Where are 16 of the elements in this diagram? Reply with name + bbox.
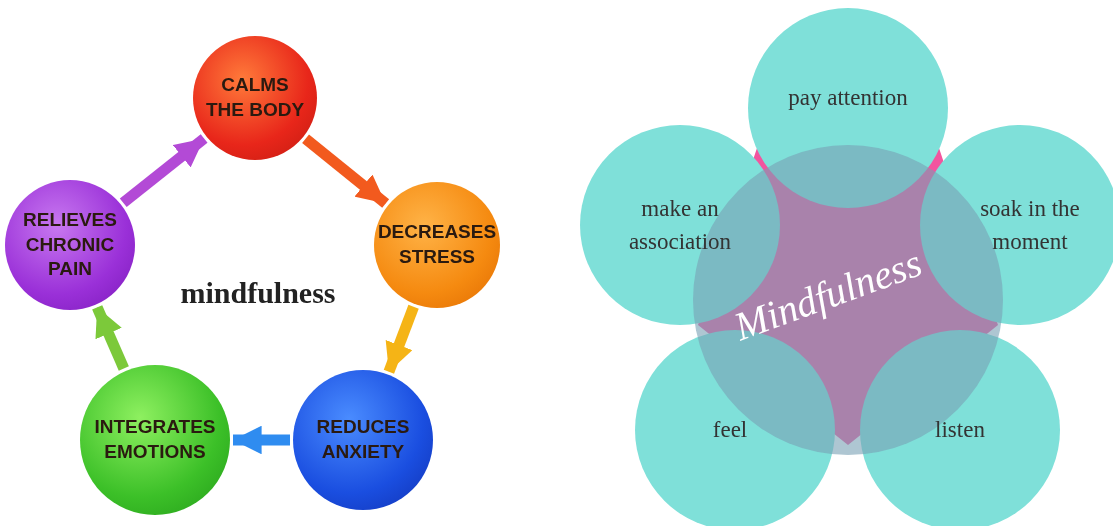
center-title: mindfulness bbox=[180, 276, 336, 310]
node-label: make an association bbox=[627, 194, 733, 256]
node-label: pay attention bbox=[787, 84, 909, 113]
arrow bbox=[92, 305, 129, 371]
node-label: feel bbox=[711, 416, 749, 445]
node-label: INTEGRATES EMOTIONS bbox=[93, 415, 217, 464]
node-label: RELIEVES CHRONIC PAIN bbox=[22, 207, 118, 282]
node-label: soak in the moment bbox=[979, 194, 1081, 256]
arrow bbox=[119, 134, 208, 207]
arrow bbox=[302, 134, 390, 208]
arrow bbox=[383, 304, 419, 374]
node-label: REDUCES ANXIETY bbox=[315, 415, 411, 464]
arrow bbox=[233, 425, 290, 455]
node-label: CALMS THE BODY bbox=[204, 73, 306, 122]
node-label: DECREASES STRESS bbox=[376, 220, 498, 269]
node-label: listen bbox=[934, 416, 986, 445]
